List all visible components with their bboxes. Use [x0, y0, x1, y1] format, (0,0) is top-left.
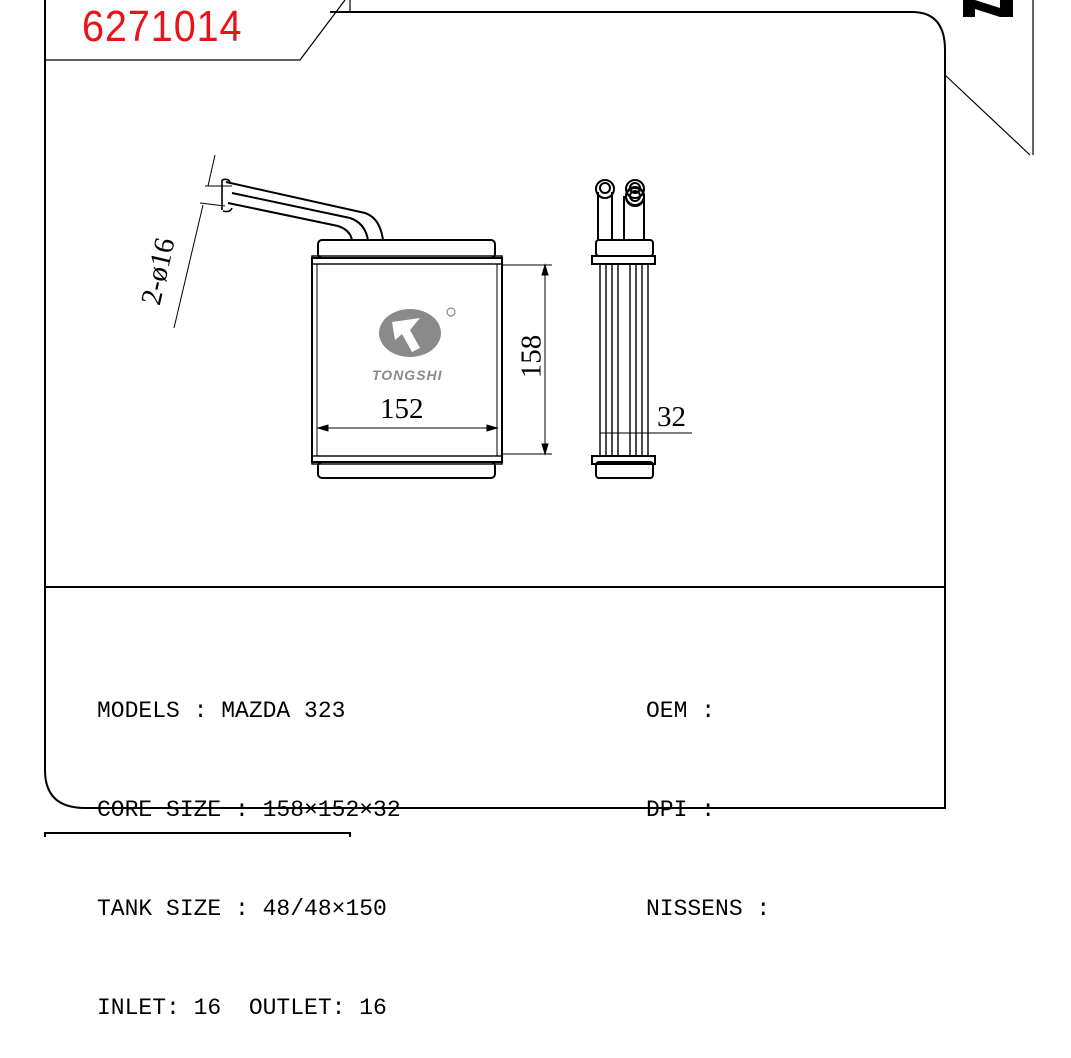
- spec-dpi: DPI :: [646, 797, 716, 823]
- spec-inlet-outlet: INLET: 16 OUTLET: 16: [97, 995, 387, 1021]
- bottom-box: [44, 832, 351, 837]
- brand-name: TONGSHI: [372, 367, 443, 383]
- corner-letter-icon: [963, 0, 1013, 17]
- drawing-sheet: [44, 0, 1034, 837]
- part-number: 6271014: [82, 2, 243, 51]
- specs-left: MODELS : MAZDA 323 CORE SIZE : 158×152×3…: [97, 629, 401, 1058]
- depth-dimension: 32: [657, 401, 686, 433]
- spec-oem: OEM :: [646, 698, 716, 724]
- sheet-border: [44, 0, 946, 809]
- tongshi-logo: [379, 307, 456, 357]
- dimension-lines: [173, 154, 692, 456]
- heater-core-front-view: [221, 178, 503, 479]
- width-dimension: 152: [380, 393, 424, 425]
- specs-right: OEM : DPI : NISSENS :: [646, 629, 770, 959]
- spec-tank-size: TANK SIZE : 48/48×150: [97, 896, 387, 922]
- spec-nissens: NISSENS :: [646, 896, 771, 922]
- heater-core-side-view: [591, 179, 656, 479]
- height-dimension: 158: [515, 334, 548, 379]
- spec-models: MODELS : MAZDA 323: [97, 698, 346, 724]
- spec-core-size: CORE SIZE : 158×152×32: [97, 797, 401, 823]
- title-tab: [45, 0, 1034, 156]
